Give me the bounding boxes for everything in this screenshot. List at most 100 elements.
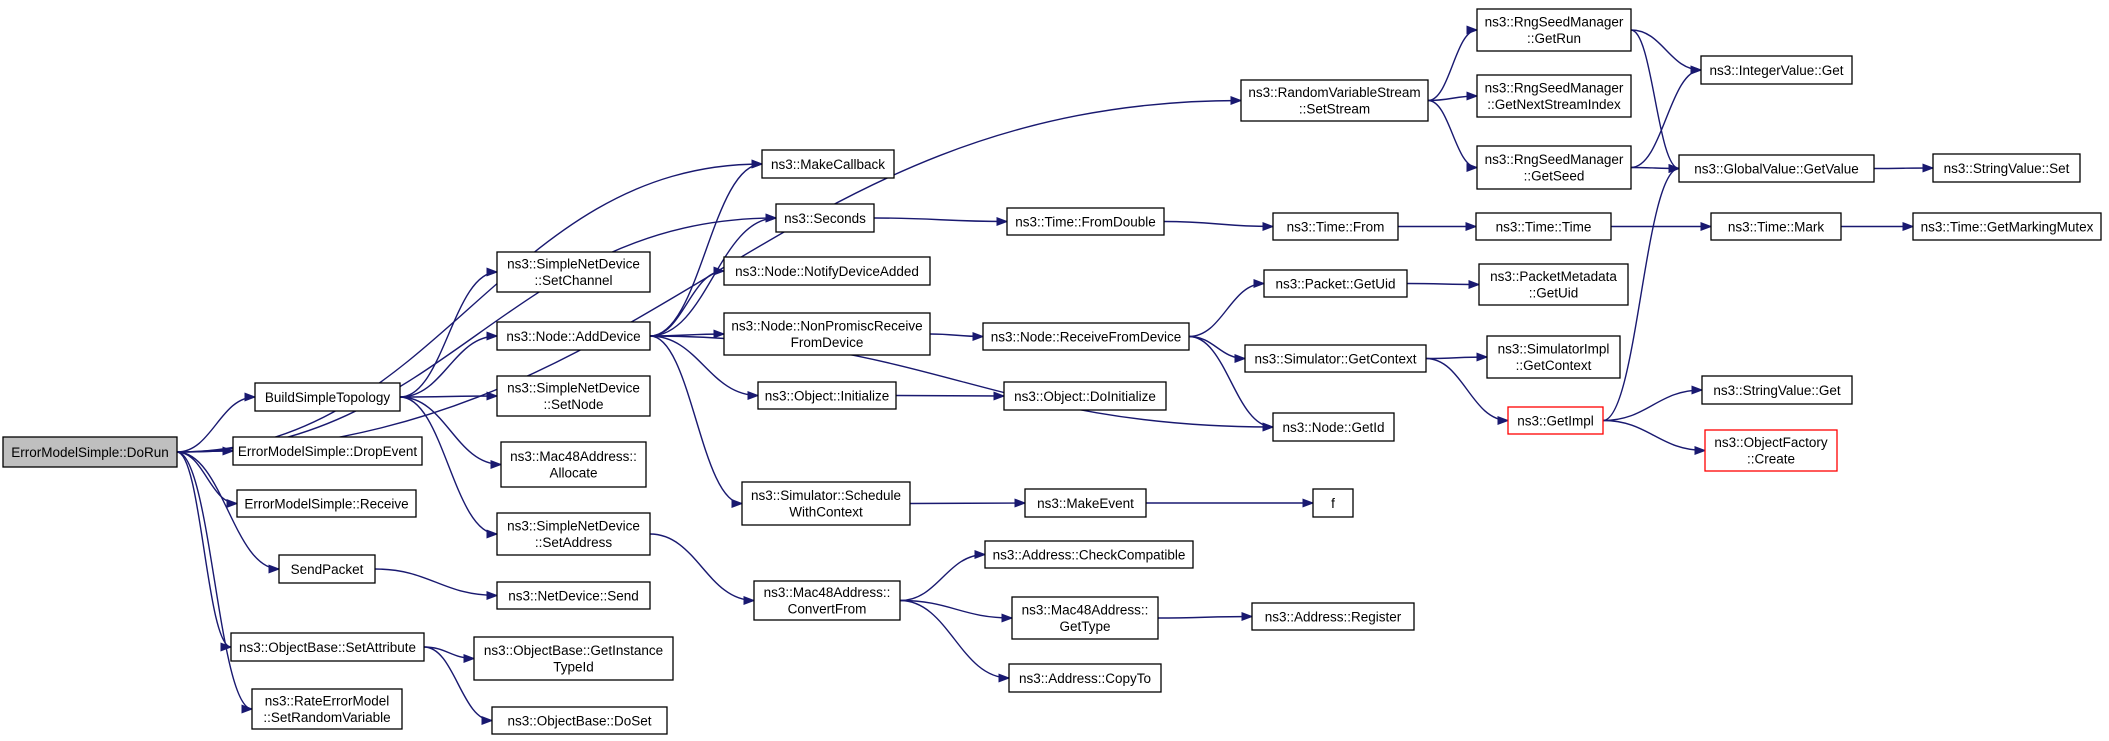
edge-line [895,394,1005,397]
edge-arrowhead [1466,91,1479,101]
node-from-double[interactable]: ns3::Time::FromDouble [1006,207,1165,236]
node-get-run[interactable]: ns3::RngSeedManager::GetRun [1476,8,1632,52]
edge-arrowhead [1690,65,1703,75]
edge-arrowhead [998,673,1011,683]
edge-do-run-to-receive [176,451,239,509]
node-f[interactable]: f [1312,488,1354,518]
node-label: ns3::Seconds [784,211,866,226]
node-make-event[interactable]: ns3::MakeEvent [1024,488,1147,518]
node-notify-device-added[interactable]: ns3::Node::NotifyDeviceAdded [723,256,931,286]
node-box [1507,406,1604,435]
node-label: TypeId [553,660,594,675]
edge-arrowhead [713,329,726,339]
node-label: ::GetUid [1529,286,1579,301]
node-box [278,554,376,584]
node-integer-get[interactable]: ns3::IntegerValue::Get [1700,55,1853,85]
node-string-value-set[interactable]: ns3::StringValue::Set [1932,153,2081,183]
node-label: ::SetStream [1299,102,1370,117]
node-initialize[interactable]: ns3::Object::Initialize [757,381,897,410]
edge-initialize-to-do-initialize [895,391,1006,401]
node-label: SendPacket [291,562,364,577]
node-node-get-id[interactable]: ns3::Node::GetId [1272,412,1395,442]
edge-build-simple-topology-to-add-device [399,331,499,398]
node-label: ns3::ObjectBase::GetInstance [484,643,663,658]
edge-arrowhead [765,213,778,223]
node-send-packet[interactable]: SendPacket [278,554,376,584]
node-set-node[interactable]: ns3::SimpleNetDevice::SetNode [496,375,651,417]
edge-arrowhead [486,267,499,277]
node-make-callback[interactable]: ns3::MakeCallback [761,149,895,179]
node-box [1476,8,1632,52]
node-drop-event[interactable]: ErrorModelSimple::DropEvent [232,436,423,466]
edge-arrowhead [244,392,257,402]
node-get-impl[interactable]: ns3::GetImpl [1507,406,1604,435]
node-copy-to[interactable]: ns3::Address::CopyTo [1008,663,1162,693]
node-get-marking-mutex[interactable]: ns3::Time::GetMarkingMutex [1912,212,2102,241]
node-label: ns3::StringValue::Set [1944,161,2070,176]
node-string-value-get[interactable]: ns3::StringValue::Get [1701,375,1853,405]
node-label: ns3::Time::Time [1496,219,1592,234]
edge-line [399,271,498,398]
node-pmget-uid[interactable]: ns3::PacketMetadata::GetUid [1478,263,1629,306]
edge-get-context-to-get-impl [1425,357,1510,426]
node-box [1486,335,1621,379]
edge-make-event-to-f [1146,498,1315,508]
node-box [1710,212,1842,241]
node-do-initialize[interactable]: ns3::Object::DoInitialize [1003,381,1167,411]
node-label: ns3::Address::CheckCompatible [993,547,1186,562]
node-sim-impl-get-context[interactable]: ns3::SimulatorImpl::GetContext [1486,335,1621,379]
node-seconds[interactable]: ns3::Seconds [775,203,875,233]
node-box [1251,602,1415,631]
node-time-from[interactable]: ns3::Time::From [1272,212,1399,241]
edge-arrowhead [1262,221,1275,232]
node-do-set[interactable]: ns3::ObjectBase::DoSet [491,706,668,735]
node-build-simple-topology[interactable]: BuildSimpleTopology [254,382,401,412]
node-box [1704,429,1838,472]
node-receive[interactable]: ErrorModelSimple::Receive [236,489,417,518]
edge-arrowhead [1302,498,1315,508]
node-time-mark[interactable]: ns3::Time::Mark [1710,212,1842,241]
node-get-context[interactable]: ns3::Simulator::GetContext [1244,344,1427,373]
node-net-device-send[interactable]: ns3::NetDevice::Send [496,581,651,610]
edge-get-impl-to-string-value-get [1602,385,1704,422]
node-get-seed[interactable]: ns3::RngSeedManager::GetSeed [1476,145,1632,190]
edge-do-run-to-set-attribute [176,451,233,652]
node-mac48-get-type[interactable]: ns3::Mac48Address::GetType [1011,596,1159,640]
edge-line [899,599,1010,679]
node-address-register[interactable]: ns3::Address::Register [1251,602,1415,631]
node-label: ns3::Time::GetMarkingMutex [1921,219,2094,234]
node-global-get-value[interactable]: ns3::GlobalValue::GetValue [1678,154,1875,183]
node-label: ns3::RngSeedManager [1485,81,1624,96]
node-label: ns3::MakeEvent [1037,496,1134,511]
node-check-compatible[interactable]: ns3::Address::CheckCompatible [984,540,1194,569]
edge-line [873,217,1008,223]
node-label: ns3::Address::CopyTo [1019,671,1151,686]
edge-build-simple-topology-to-set-address [399,396,499,539]
node-label: ns3::SimpleNetDevice [507,519,640,534]
node-convert-from[interactable]: ns3::Mac48Address::ConvertFrom [753,580,901,621]
node-add-device[interactable]: ns3::Node::AddDevice [496,321,651,351]
node-box [984,540,1194,569]
node-set-attribute[interactable]: ns3::ObjectBase::SetAttribute [230,632,425,662]
node-set-random-variable[interactable]: ns3::RateErrorModel::SetRandomVariable [251,688,403,730]
node-receive-from-device[interactable]: ns3::Node::ReceiveFromDevice [982,322,1190,351]
edge-line [176,451,253,710]
edge-line [1427,99,1478,169]
node-packet-get-uid[interactable]: ns3::Packet::GetUid [1263,269,1408,298]
node-object-factory-create[interactable]: ns3::ObjectFactory::Create [1704,429,1838,472]
edge-global-get-value-to-string-value-set [1873,163,1935,173]
edge-from-double-to-time-from [1163,220,1275,232]
node-get-next-stream-index[interactable]: ns3::RngSeedManager::GetNextStreamIndex [1476,74,1632,118]
node-do-run[interactable]: ErrorModelSimple::DoRun [2,436,178,468]
node-set-address[interactable]: ns3::SimpleNetDevice::SetAddress [496,512,651,556]
node-set-stream[interactable]: ns3::RandomVariableStream::SetStream [1240,79,1429,122]
node-time-time[interactable]: ns3::Time::Time [1475,212,1612,241]
edge-arrowhead [1476,352,1489,362]
node-allocate[interactable]: ns3::Mac48Address::Allocate [500,441,647,488]
node-box [491,706,668,735]
node-set-channel[interactable]: ns3::SimpleNetDevice::SetChannel [496,251,651,293]
edge-arrowhead [996,216,1009,227]
